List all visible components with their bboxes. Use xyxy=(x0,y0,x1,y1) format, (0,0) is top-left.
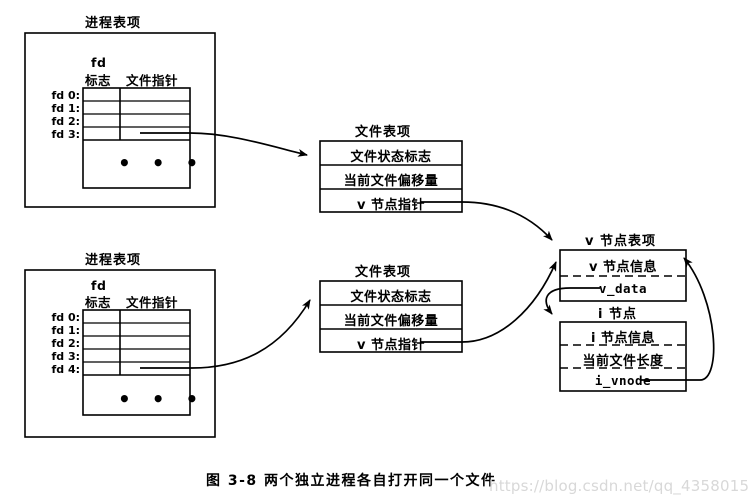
process-entry-2-title: 进程表项 xyxy=(85,253,142,268)
process-entry-1-flags-header: 标志 xyxy=(85,73,112,88)
process-entry-1-row-label-2: fd 2: xyxy=(51,115,80,128)
connector-file2-to-vnode xyxy=(420,261,557,343)
process-entry-2-fd-header: fd xyxy=(91,278,107,293)
process-entry-1-row-label-1: fd 1: xyxy=(51,102,80,115)
file-entry-2-row-2: v 节点指针 xyxy=(356,338,425,353)
process-entry-1-row-label-3: fd 3: xyxy=(51,128,80,141)
process-entry-2-flags-header: 标志 xyxy=(85,295,112,310)
process-entry-2-ellipsis: • • • xyxy=(118,387,206,411)
watermark-text: https://blog.csdn.net/qq_43580151 xyxy=(489,477,750,495)
inode-entry-box xyxy=(559,321,687,392)
process-entry-1-filepointer-header: 文件指针 xyxy=(126,73,179,88)
file-entry-2-title: 文件表项 xyxy=(355,265,412,280)
vnode-entry-title: v 节点表项 xyxy=(585,234,657,249)
inode-entry-row-1: 当前文件长度 xyxy=(582,354,664,369)
vnode-entry-row-0: v 节点信息 xyxy=(588,260,657,275)
connector-proc2-to-file2 xyxy=(140,299,311,369)
process-entry-1-ellipsis: • • • xyxy=(118,151,206,175)
connector-ivnode-to-vnode xyxy=(640,257,715,381)
process-entry-1-fd-header: fd xyxy=(91,55,107,70)
process-entry-2-row-label-4: fd 4: xyxy=(51,363,80,376)
process-entry-1-table xyxy=(82,87,191,189)
inode-entry-title: i 节点 xyxy=(598,307,637,322)
process-entry-2-outer-box xyxy=(24,269,216,438)
file-entry-1-row-1: 当前文件偏移量 xyxy=(343,174,439,189)
process-entry-2-filepointer-header: 文件指针 xyxy=(126,295,179,310)
process-entry-1-outer-box xyxy=(24,32,216,208)
connector-file1-to-vnode xyxy=(420,201,553,241)
inode-entry-row-0: i 节点信息 xyxy=(591,331,655,346)
connector-proc1-to-file1 xyxy=(140,132,308,157)
process-entry-1-title: 进程表项 xyxy=(85,16,142,31)
process-entry-2-row-label-0: fd 0: xyxy=(51,311,80,324)
file-entry-2-row-0: 文件状态标志 xyxy=(350,290,432,305)
figure-caption: 图 3-8 两个独立进程各自打开同一个文件 xyxy=(206,473,497,489)
file-entry-1-title: 文件表项 xyxy=(355,125,412,140)
file-entry-1-row-2: v 节点指针 xyxy=(356,198,425,213)
process-entry-2-row-label-3: fd 3: xyxy=(51,350,80,363)
process-entry-2-row-label-2: fd 2: xyxy=(51,337,80,350)
inode-entry-row-2: i_vnode xyxy=(594,373,652,388)
process-entry-1-row-label-0: fd 0: xyxy=(51,89,80,102)
process-entry-2-row-label-1: fd 1: xyxy=(51,324,80,337)
file-entry-1-row-0: 文件状态标志 xyxy=(350,150,432,165)
file-entry-1-box xyxy=(319,140,463,213)
file-entry-2-row-1: 当前文件偏移量 xyxy=(343,314,439,329)
connector-vdata-to-inode xyxy=(543,287,600,315)
file-entry-2-box xyxy=(319,280,463,353)
vnode-entry-row-1: v_data xyxy=(598,281,648,296)
